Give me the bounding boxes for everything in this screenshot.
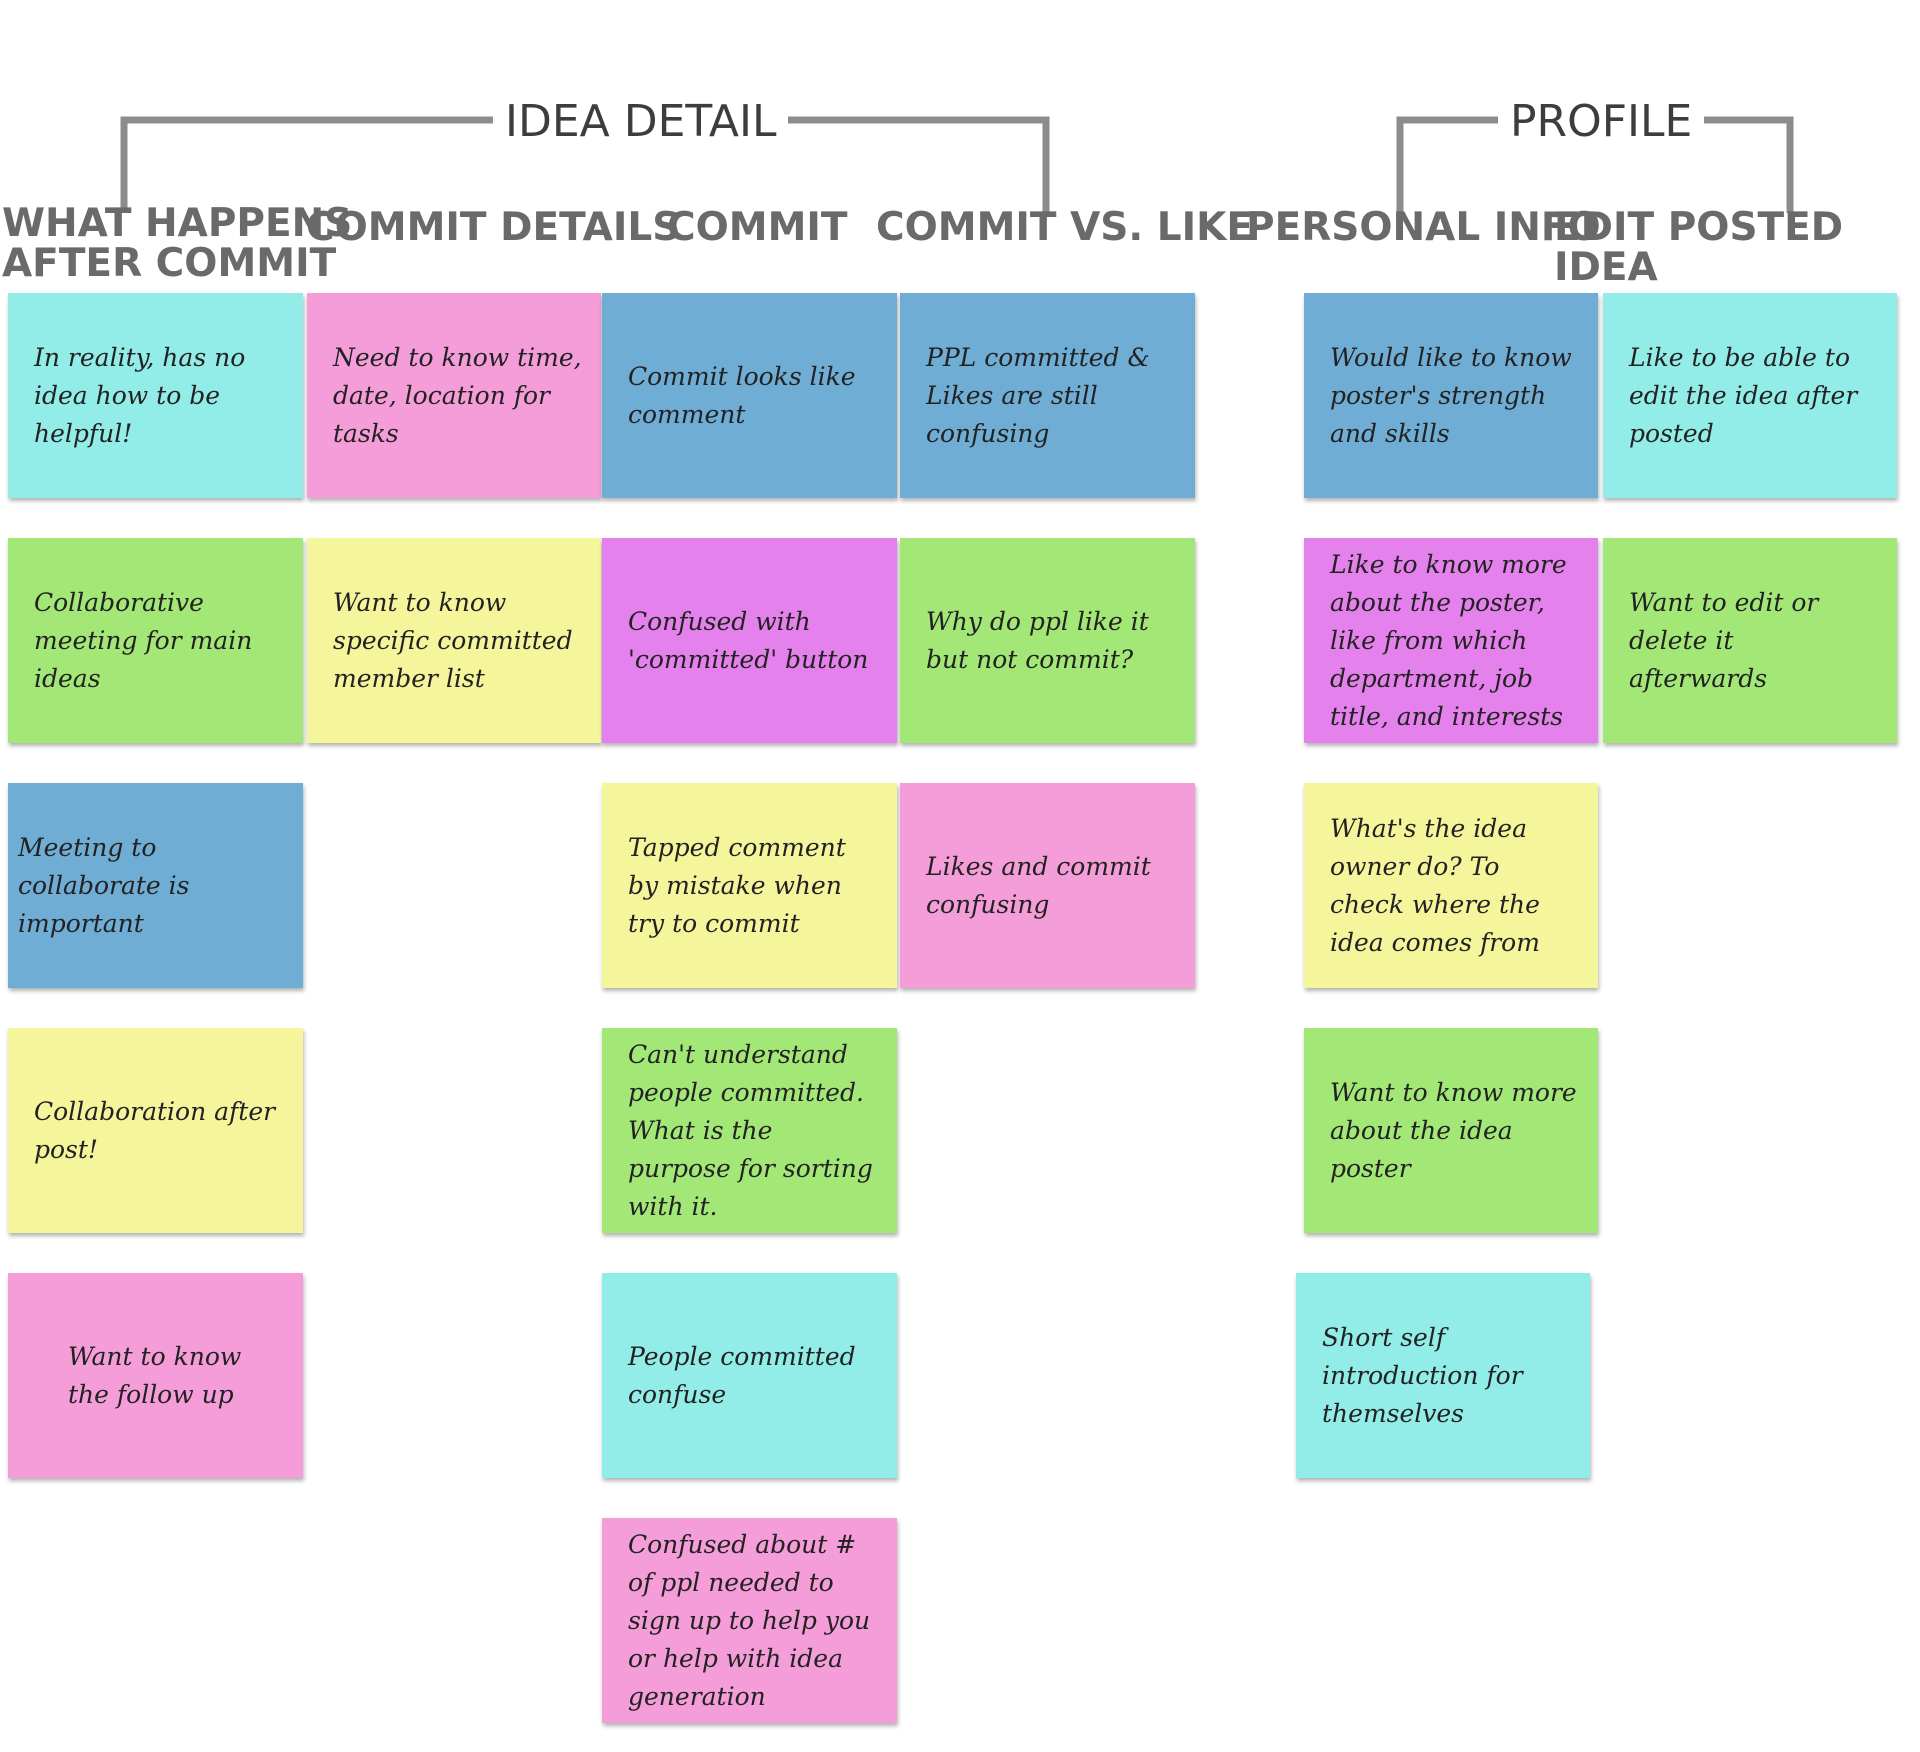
sticky-note[interactable]: Want to edit or delete it afterwards (1603, 538, 1897, 743)
column-title-commit-details: COMMIT DETAILS (306, 205, 681, 250)
sticky-note[interactable]: People committed confuse (602, 1273, 897, 1478)
sticky-note[interactable]: Would like to know poster's strength and… (1304, 293, 1598, 498)
sticky-note-text: Want to edit or delete it afterwards (1629, 587, 1819, 693)
sticky-note-text: Need to know time, date, location for ta… (333, 342, 582, 448)
sticky-note[interactable]: Like to be able to edit the idea after p… (1603, 293, 1897, 498)
column-title-commit-vs-like: COMMIT VS. LIKE (876, 205, 1253, 250)
sticky-note[interactable]: Confused with 'committed' button (602, 538, 897, 743)
sticky-note[interactable]: Meeting to collaborate is important (8, 783, 303, 988)
sticky-note-text: Meeting to collaborate is important (18, 832, 190, 938)
sticky-note-text: Collaboration after post! (34, 1096, 276, 1164)
sticky-note-text: Want to know specific committed member l… (333, 587, 573, 693)
sticky-note-text: Want to know more about the idea poster (1330, 1077, 1577, 1183)
column-title-edit-posted-idea: EDIT POSTED IDEA (1554, 205, 1844, 290)
sticky-note[interactable]: Collaborative meeting for main ideas (8, 538, 303, 743)
column-title-what-happens-after-commit: WHAT HAPPENS AFTER COMMIT (2, 201, 353, 286)
column-title-commit: COMMIT (667, 205, 848, 250)
sticky-note-text: Like to know more about the poster, like… (1330, 549, 1567, 731)
sticky-note[interactable]: Why do ppl like it but not commit? (900, 538, 1195, 743)
sticky-note-text: In reality, has no idea how to be helpfu… (34, 342, 246, 448)
sticky-note-text: Can't understand people committed. What … (628, 1039, 873, 1221)
group-title-idea-detail: IDEA DETAIL (493, 97, 789, 147)
sticky-note[interactable]: PPL committed & Likes are still confusin… (900, 293, 1195, 498)
sticky-note-text: Likes and commit confusing (926, 851, 1151, 919)
sticky-note-text: What's the idea owner do? To check where… (1330, 813, 1540, 957)
sticky-note[interactable]: Want to know more about the idea poster (1304, 1028, 1598, 1233)
sticky-note-text: Like to be able to edit the idea after p… (1629, 342, 1858, 448)
sticky-note-text: People committed confuse (628, 1341, 856, 1409)
sticky-note-text: Confused with 'committed' button (628, 606, 869, 674)
sticky-note[interactable]: Short self introduction for themselves (1296, 1273, 1590, 1478)
sticky-note-text: Tapped comment by mistake when try to co… (628, 832, 846, 938)
sticky-note[interactable]: Collaboration after post! (8, 1028, 303, 1233)
sticky-note[interactable]: Want to know specific committed member l… (307, 538, 601, 743)
sticky-note[interactable]: What's the idea owner do? To check where… (1304, 783, 1598, 988)
column-title-personal-info: PERSONAL INFO (1246, 205, 1601, 250)
sticky-note[interactable]: Like to know more about the poster, like… (1304, 538, 1598, 743)
sticky-note[interactable]: Confused about # of ppl needed to sign u… (602, 1518, 897, 1723)
sticky-note-text: Short self introduction for themselves (1322, 1322, 1523, 1428)
sticky-note[interactable]: Likes and commit confusing (900, 783, 1195, 988)
sticky-note-text: Want to know the follow up (68, 1341, 242, 1409)
sticky-note[interactable]: Can't understand people committed. What … (602, 1028, 897, 1233)
sticky-note[interactable]: Need to know time, date, location for ta… (307, 293, 601, 498)
sticky-note[interactable]: In reality, has no idea how to be helpfu… (8, 293, 303, 498)
sticky-note[interactable]: Tapped comment by mistake when try to co… (602, 783, 897, 988)
sticky-note-text: Confused about # of ppl needed to sign u… (628, 1529, 871, 1711)
sticky-note[interactable]: Commit looks like comment (602, 293, 897, 498)
sticky-note-text: Why do ppl like it but not commit? (926, 606, 1149, 674)
sticky-note[interactable]: Want to know the follow up (8, 1273, 303, 1478)
sticky-note-text: Would like to know poster's strength and… (1330, 342, 1572, 448)
group-title-profile: PROFILE (1498, 97, 1705, 147)
sticky-note-text: Commit looks like comment (628, 361, 856, 429)
sticky-note-text: PPL committed & Likes are still confusin… (926, 342, 1150, 448)
sticky-note-text: Collaborative meeting for main ideas (34, 587, 253, 693)
